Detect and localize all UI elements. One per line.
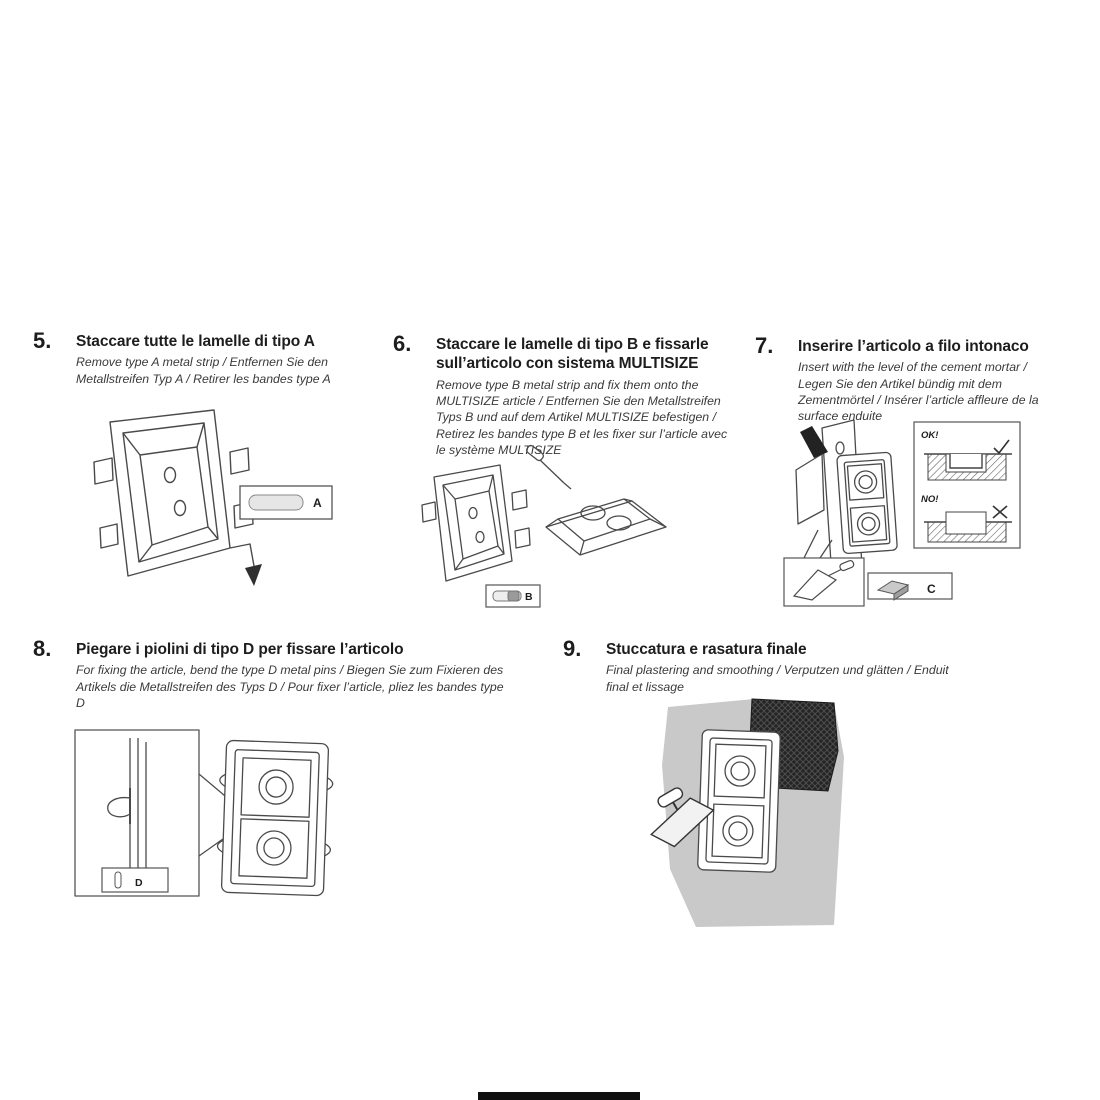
plastering-drawing: [650, 698, 844, 927]
step-9: 9. Stuccatura e rasatura finale Final pl…: [563, 636, 961, 695]
step-5-subtitle: Remove type A metal strip / Entfernen Si…: [76, 355, 331, 386]
bottom-bar: [478, 1092, 640, 1100]
box-and-article-drawing: B: [421, 444, 667, 608]
mounting-box-icon: [93, 409, 255, 577]
label-a: A: [313, 496, 322, 510]
step-5: 5. Staccare tutte le lamelle di tipo A R…: [33, 328, 348, 387]
step-6-header: 6. Staccare le lamelle di tipo B e fissa…: [393, 331, 728, 458]
step-9-number: 9.: [563, 636, 582, 661]
step-6-subtitle: Remove type B metal strip and fix them o…: [436, 377, 728, 458]
check-mark-icon: [993, 439, 1010, 455]
bend-pins-drawing: D: [74, 729, 334, 897]
ok-label: OK!: [921, 430, 938, 441]
flush-mount-box-drawing: A: [93, 409, 333, 586]
pin-d-legend: D: [101, 867, 169, 893]
metal-strip-a-icon: [248, 494, 304, 511]
article-front-icon: [216, 739, 334, 897]
no-label: NO!: [921, 494, 938, 505]
flush-level-detail-box: OK! NO!: [913, 421, 1021, 549]
step-9-header: 9. Stuccatura e rasatura finale Final pl…: [563, 636, 961, 695]
insert-arrow-icon: [800, 426, 828, 458]
strip-b-legend: B: [485, 584, 541, 608]
label-b: B: [525, 591, 533, 603]
step-5-header: 5. Staccare tutte le lamelle di tipo A R…: [33, 328, 348, 387]
step-7: 7. Inserire l’articolo a filo intonaco I…: [755, 333, 1055, 425]
insert-flush-drawing: OK! NO!: [783, 419, 1021, 607]
step-9-illustration: [638, 693, 858, 933]
step-7-header: 7. Inserire l’articolo a filo intonaco I…: [755, 333, 1055, 425]
step-6-title: Staccare le lamelle di tipo B e fissarle…: [436, 336, 709, 373]
step-8-number: 8.: [33, 636, 52, 661]
step-9-title: Stuccatura e rasatura finale: [606, 641, 807, 658]
bent-pin-icon: [107, 788, 131, 824]
trowel-icon: [650, 787, 715, 848]
step-8: 8. Piegare i piolini di tipo D per fissa…: [33, 636, 511, 711]
step-8-title: Piegare i piolini di tipo D per fissare …: [76, 641, 404, 658]
strip-c-legend: C: [867, 572, 953, 601]
step-6-number: 6.: [393, 331, 412, 356]
step-6: 6. Staccare le lamelle di tipo B e fissa…: [393, 331, 728, 458]
step-7-illustration: OK! NO!: [778, 410, 1053, 610]
step-5-number: 5.: [33, 328, 52, 353]
article-front-icon: [697, 729, 781, 873]
step-5-title: Staccare tutte le lamelle di tipo A: [76, 333, 315, 350]
step-5-illustration: A: [82, 400, 342, 605]
step-7-title: Inserire l’articolo a filo intonaco: [798, 338, 1029, 355]
step-6-illustration: B: [418, 443, 673, 613]
multisize-article-icon: [545, 498, 667, 556]
step-7-number: 7.: [755, 333, 774, 358]
screwdriver-icon: [526, 444, 572, 490]
cross-mark-icon: [992, 505, 1008, 519]
article-icon: [836, 451, 898, 555]
step-9-subtitle: Final plastering and smoothing / Verputz…: [606, 663, 949, 694]
detach-arrow-icon: [245, 564, 262, 586]
label-c: C: [927, 582, 936, 596]
strip-a-legend: A: [239, 485, 333, 520]
trowel-legend-box: [783, 557, 865, 607]
step-8-header: 8. Piegare i piolini di tipo D per fissa…: [33, 636, 511, 711]
mounting-box-icon: [421, 464, 531, 582]
label-d: D: [135, 877, 143, 889]
step-7-subtitle: Insert with the level of the cement mort…: [798, 360, 1039, 424]
pin-d-icon: [114, 871, 122, 889]
step-8-illustration: D: [72, 726, 347, 936]
step-8-subtitle: For fixing the article, bend the type D …: [76, 663, 504, 711]
trowel-icon: [792, 559, 855, 601]
